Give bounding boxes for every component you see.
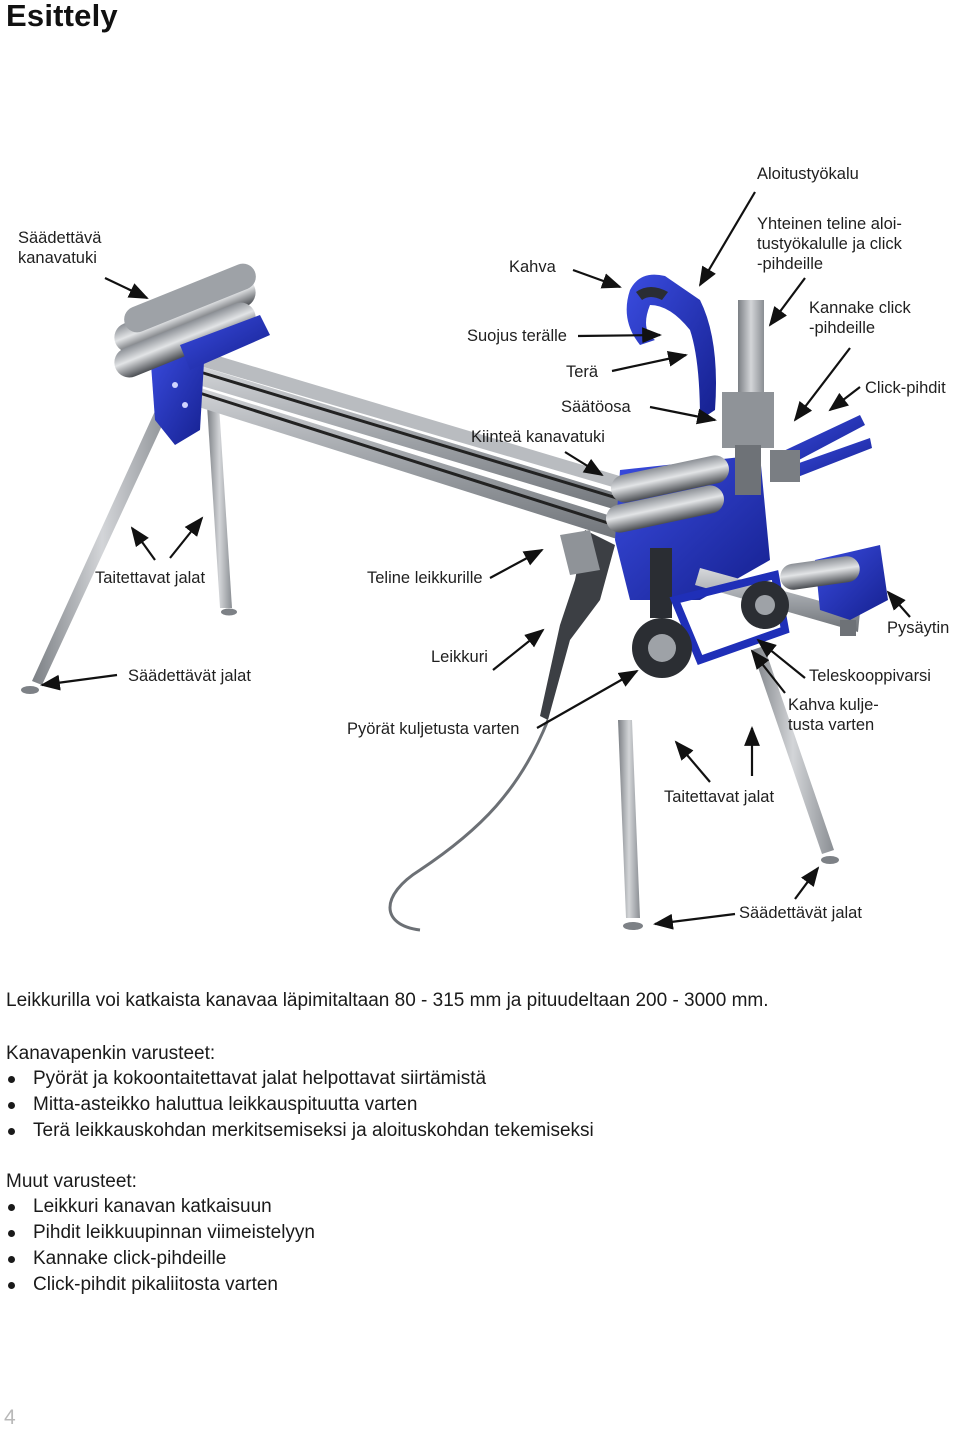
start-tool — [626, 274, 716, 420]
list-item: Pyörät ja kokoontaitettavat jalat helpot… — [6, 1066, 594, 1092]
page-title: Esittely — [6, 0, 118, 33]
label-blade-guard: Suojus terälle — [467, 327, 567, 345]
label-start-tool: Aloitustyökalu — [757, 165, 859, 183]
list-item: Leikkuri kanavan katkaisuun — [6, 1194, 315, 1220]
duct-bench-illustration — [21, 191, 911, 932]
transport-cart — [632, 570, 790, 678]
page-number: 4 — [4, 1406, 16, 1429]
list-item: Pihdit leikkuupinnan viimeistelyyn — [6, 1220, 315, 1246]
intro-paragraph: Leikkurilla voi katkaista kanavaa läpimi… — [6, 990, 769, 1011]
list-item: Terä leikkauskohdan merkitsemiseksi ja a… — [6, 1118, 594, 1144]
list-item: Kannake click-pihdeille — [6, 1246, 315, 1272]
cutter — [388, 530, 615, 932]
label-blade: Terä — [566, 363, 599, 381]
label-telescopic-arm: Teleskooppivarsi — [809, 667, 931, 685]
label-common-holder: Yhteinen teline aloi- tustyökalulle ja c… — [757, 215, 902, 273]
label-folding-legs-right: Taitettavat jalat — [664, 788, 775, 806]
label-transport-handle: Kahva kulje- tusta varten — [788, 696, 879, 734]
label-adjustable-legs-right: Säädettävät jalat — [739, 904, 862, 922]
label-cutter-holder: Teline leikkurille — [367, 569, 483, 587]
label-handle: Kahva — [509, 258, 556, 276]
label-transport-wheels: Pyörät kuljetusta varten — [347, 720, 520, 738]
adjustable-duct-support — [114, 263, 270, 445]
label-adjustable-duct-support: Säädettävä kanavatuki — [18, 229, 102, 267]
callout-arrows — [40, 191, 911, 930]
equipment-list: Pyörät ja kokoontaitettavat jalat helpot… — [6, 1066, 594, 1144]
legs — [21, 400, 839, 930]
list-item: Click-pihdit pikaliitosta varten — [6, 1272, 315, 1298]
label-pliers-bracket: Kannake click -pihdeille — [809, 299, 911, 337]
label-folding-legs-left: Taitettavat jalat — [95, 569, 206, 587]
list-item: Mitta-asteikko haluttua leikkauspituutta… — [6, 1092, 594, 1118]
rails — [170, 352, 660, 545]
tool-post — [722, 300, 774, 495]
fixed-duct-support — [606, 455, 770, 618]
click-pliers — [770, 415, 872, 482]
label-click-pliers: Click-pihdit — [865, 379, 946, 397]
label-adjustable-legs-left: Säädettävät jalat — [128, 667, 251, 685]
label-stop: Pysäytin — [887, 619, 950, 637]
label-cutter: Leikkuri — [431, 648, 488, 666]
equipment-heading: Kanavapenkin varusteet: — [6, 1043, 216, 1064]
other-equipment-heading: Muut varusteet: — [6, 1171, 137, 1192]
label-adjuster: Säätöosa — [561, 398, 631, 416]
duct-bench-figure: Aloitustyökalu Säädettävä kanavatuki Kah… — [18, 165, 950, 932]
label-fixed-duct-support: Kiinteä kanavatuki — [471, 428, 605, 446]
other-equipment-list: Leikkuri kanavan katkaisuun Pihdit leikk… — [6, 1194, 315, 1298]
